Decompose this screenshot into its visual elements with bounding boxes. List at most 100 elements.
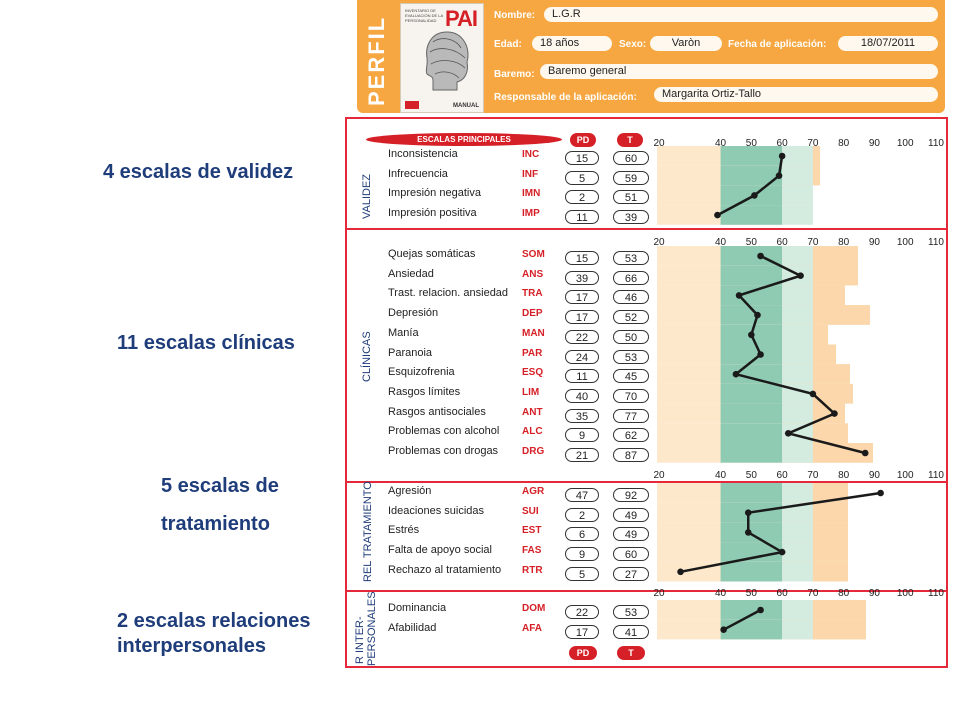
scale-code: IMN [522,188,541,200]
t-column-header: T [617,133,643,147]
pd-value: 22 [565,605,599,619]
band-borderline [782,522,813,543]
x-tick-label: 90 [868,138,880,149]
manual-cover-image: INVENTARIO DE EVALUACIÓN DE LA PERSONALI… [400,3,484,113]
x-tick-label: 100 [896,237,914,248]
scale-name: Rechazo al tratamiento [388,563,502,576]
x-tick-label: 70 [807,588,819,599]
t-value: 49 [613,527,649,542]
x-tick-label: 80 [838,237,850,248]
x-tick-label: 90 [868,237,880,248]
scale-code: DRG [522,446,545,457]
x-tick-label: 80 [838,588,850,599]
t-value: 52 [613,310,649,325]
profile-grid-frame [345,117,948,668]
band-borderline [782,542,813,562]
pd-value: 17 [565,624,599,639]
x-tick-label: 20 [653,470,665,481]
pd-column-header: PD [570,133,596,147]
head-illustration-icon [425,31,469,91]
x-tick-label: 40 [714,138,727,149]
baremo-label: Baremo: [494,69,535,80]
pd-value: 39 [565,270,599,285]
fecha-label: Fecha de aplicación: [728,39,827,50]
x-tick-label: 70 [807,237,819,248]
pd-value: 15 [565,251,599,265]
band-borderline [782,403,813,424]
scale-name: Ansiedad [388,267,434,280]
band-borderline [782,443,813,463]
pd-value: 11 [565,369,599,384]
t-value: 46 [613,290,649,305]
band-borderline [782,305,813,325]
scale-code: IMP [522,208,540,220]
pd-value: 5 [565,566,599,581]
book-manual-label: MANUAL [453,103,479,109]
pd-value: 40 [565,388,599,403]
band-normal [720,600,783,620]
profile-point [809,390,817,398]
band-borderline [782,561,813,582]
section-divider [345,481,948,483]
band-normal [720,146,783,166]
profile-point [877,489,884,497]
band-borderline [782,600,813,620]
x-tick-label: 20 [653,237,665,248]
scale-code: RTR [522,564,543,576]
profile-point [757,351,764,358]
x-tick-label: 40 [714,237,727,248]
scale-code: SOM [522,249,545,260]
profile-point [797,272,804,280]
t-value: 41 [613,624,649,639]
t-value: 66 [613,270,649,285]
edad-label: Edad: [494,39,522,50]
x-tick-label: 100 [896,588,914,599]
scale-name: Agresión [388,485,432,497]
x-tick-label: 50 [745,138,757,149]
band-normal [720,265,783,286]
band-borderline [782,146,813,166]
x-tick-label: 60 [776,237,788,248]
interpersonal-scales-label-1: 2 escalas relaciones [117,610,311,632]
scale-code: ANT [522,406,543,418]
scale-name: Ideaciones suicidas [388,504,485,517]
t-column-footer: T [617,646,645,660]
profile-point [720,626,727,633]
interpersonal-scales-label-2: interpersonales [117,635,266,657]
t-value: 60 [613,151,649,165]
fecha-field: 18/07/2011 [838,36,938,51]
profile-point [732,370,740,378]
sexo-label: Sexo: [619,39,647,50]
scale-name: Quejas somáticas [388,248,476,260]
profile-point [735,292,743,299]
profile-point [744,529,752,536]
band-borderline [782,165,813,186]
section-label-clinicas: CLÍNICAS [361,331,373,382]
pd-value: 17 [565,310,599,325]
band-normal [720,423,783,443]
pd-value: 2 [565,507,599,522]
band-normal [720,246,783,266]
pd-value: 24 [565,349,599,364]
band-normal [720,542,783,562]
responsable-field: Margarita Ortiz-Tallo [654,87,938,102]
x-tick-label: 100 [896,138,914,149]
band-borderline [782,483,813,503]
t-value: 45 [613,369,649,384]
band-borderline [782,619,813,640]
t-value: 77 [613,408,649,423]
scale-code: INF [522,168,539,180]
t-value: 53 [613,251,649,265]
band-borderline [782,344,813,365]
scale-code: AGR [522,486,545,497]
clinical-scales-label: 11 escalas clínicas [117,332,295,354]
band-normal [720,165,783,186]
t-value: 39 [613,210,649,225]
scale-name: Rasgos antisociales [388,405,486,418]
band-normal [720,305,783,325]
profile-point [778,152,786,160]
band-normal [720,403,783,424]
scale-name: Afabilidad [388,621,437,634]
t-value: 62 [613,428,649,443]
